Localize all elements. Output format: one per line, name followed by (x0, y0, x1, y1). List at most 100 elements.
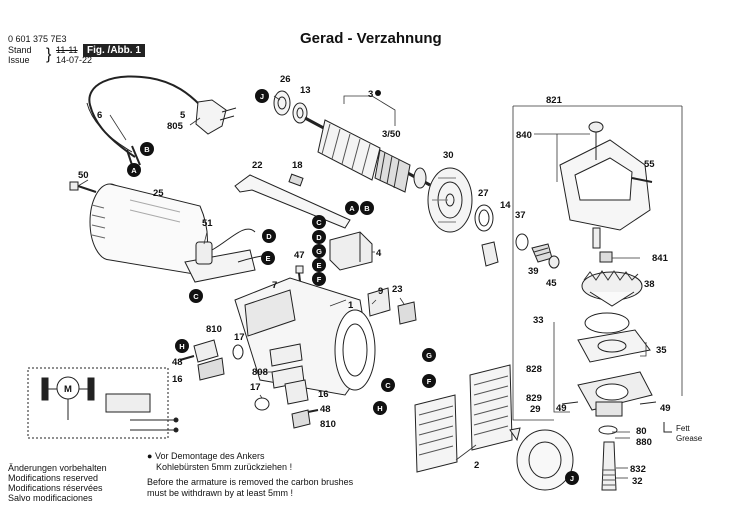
note-de-1: ● Vor Demontage des Ankers (147, 451, 265, 461)
label-828: 828 (526, 364, 542, 375)
guard-j (509, 427, 574, 491)
screw-50 (69, 181, 97, 193)
label-810-lower: 810 (320, 419, 336, 430)
field-coil-2 (414, 364, 513, 473)
label-9: 9 (378, 286, 383, 297)
label-48-left: 48 (172, 357, 183, 368)
label-3-50: 3/50 (382, 129, 401, 140)
label-4: 4 (376, 248, 382, 259)
wiring-schematic (27, 367, 179, 439)
label-80: 80 (636, 426, 647, 437)
label-50: 50 (78, 170, 89, 181)
changes-de: Änderungen vorbehalten (8, 463, 107, 473)
svg-text:A: A (131, 166, 137, 175)
figure-label: Fig. /Abb. 1 (83, 44, 145, 57)
svg-text:J: J (260, 92, 264, 101)
nut-841 (599, 251, 613, 263)
callout-a-mid: A (345, 201, 359, 215)
note-de-2: Kohlebürsten 5mm zurückziehen ! (156, 462, 293, 472)
label-13: 13 (300, 85, 311, 96)
bevel-gear-38 (581, 270, 643, 307)
svg-text:H: H (377, 404, 382, 413)
callout-c-coil: C (381, 378, 395, 392)
brush-holder-4 (329, 231, 373, 271)
grease-icon (663, 422, 672, 433)
small-parts-right (474, 204, 560, 269)
part-number: 0 601 375 7E3 (8, 34, 67, 44)
label-47: 47 (294, 250, 305, 261)
note-en-1: Before the armature is removed the carbo… (147, 477, 354, 487)
label-1: 1 (348, 300, 354, 311)
housing-cover-25 (89, 183, 208, 276)
label-23: 23 (392, 284, 403, 295)
label-16-lower: 16 (318, 389, 329, 400)
svg-text:D: D (316, 233, 322, 242)
armature-3 (304, 116, 431, 193)
callout-e-mid: E (312, 258, 326, 272)
callout-g-coil: G (422, 348, 436, 362)
svg-text:D: D (266, 232, 272, 241)
callout-d-switch: D (262, 229, 276, 243)
label-16-left: 16 (172, 374, 183, 385)
spindle-32 (598, 425, 618, 491)
part-numbers: 26 13 3 3/50 821 840 6 5 805 50 25 22 18… (78, 74, 671, 487)
label-17-lower: 17 (250, 382, 261, 393)
svg-text:F: F (427, 377, 432, 386)
label-821: 821 (546, 95, 563, 106)
label-48-lower: 48 (320, 404, 331, 415)
callout-h-coil: H (373, 401, 387, 415)
fan-30 (427, 167, 473, 233)
svg-text:C: C (193, 292, 199, 301)
label-32: 32 (632, 476, 643, 487)
label-832: 832 (630, 464, 646, 475)
label-33: 33 (533, 315, 544, 326)
label-29: 29 (530, 404, 541, 415)
label-880: 880 (636, 437, 652, 448)
label-38: 38 (644, 279, 655, 290)
callouts: A B J A B C D D E C G E F G F C H H J (127, 89, 579, 485)
changes-en: Modifications reserved (8, 473, 99, 483)
svg-text:G: G (316, 247, 322, 256)
label-30: 30 (443, 150, 454, 161)
callout-c-mid: C (312, 215, 326, 229)
motor-label: M (64, 384, 72, 395)
callout-e-switch: E (261, 251, 275, 265)
callout-b: B (140, 142, 154, 156)
svg-text:J: J (570, 474, 574, 483)
armature-note-marker (375, 90, 381, 96)
callout-f-mid: F (312, 272, 326, 286)
brush-cap-9 (367, 287, 417, 325)
label-810-left: 810 (206, 324, 222, 335)
label-17-left: 17 (234, 332, 245, 343)
svg-text:E: E (265, 254, 270, 263)
label-55: 55 (644, 159, 655, 170)
svg-text:C: C (385, 381, 391, 390)
grease-en: Grease (676, 434, 703, 443)
label-808: 808 (252, 367, 268, 378)
brace: } (46, 46, 52, 63)
label-39: 39 (528, 266, 539, 277)
label-6: 6 (97, 110, 102, 121)
callout-j-guard: J (565, 471, 579, 485)
switch-51 (184, 228, 263, 283)
leader-lines (77, 95, 683, 479)
svg-text:C: C (316, 218, 322, 227)
label-25: 25 (153, 188, 164, 199)
grease-de: Fett (676, 424, 690, 433)
label-18: 18 (292, 160, 303, 171)
label-2: 2 (474, 460, 479, 471)
svg-text:A: A (349, 204, 355, 213)
callout-d-mid: D (312, 230, 326, 244)
label-35: 35 (656, 345, 667, 356)
stand-value: 11-11 (56, 45, 78, 55)
svg-text:E: E (316, 261, 321, 270)
callout-a: A (127, 163, 141, 177)
svg-text:G: G (426, 351, 432, 360)
label-51: 51 (202, 218, 213, 229)
motor-housing-1 (234, 277, 376, 396)
stand-label: Stand (8, 45, 32, 55)
page-title: Gerad - Verzahnung (300, 30, 442, 47)
bearing-26 (273, 90, 308, 124)
svg-text:B: B (144, 145, 150, 154)
